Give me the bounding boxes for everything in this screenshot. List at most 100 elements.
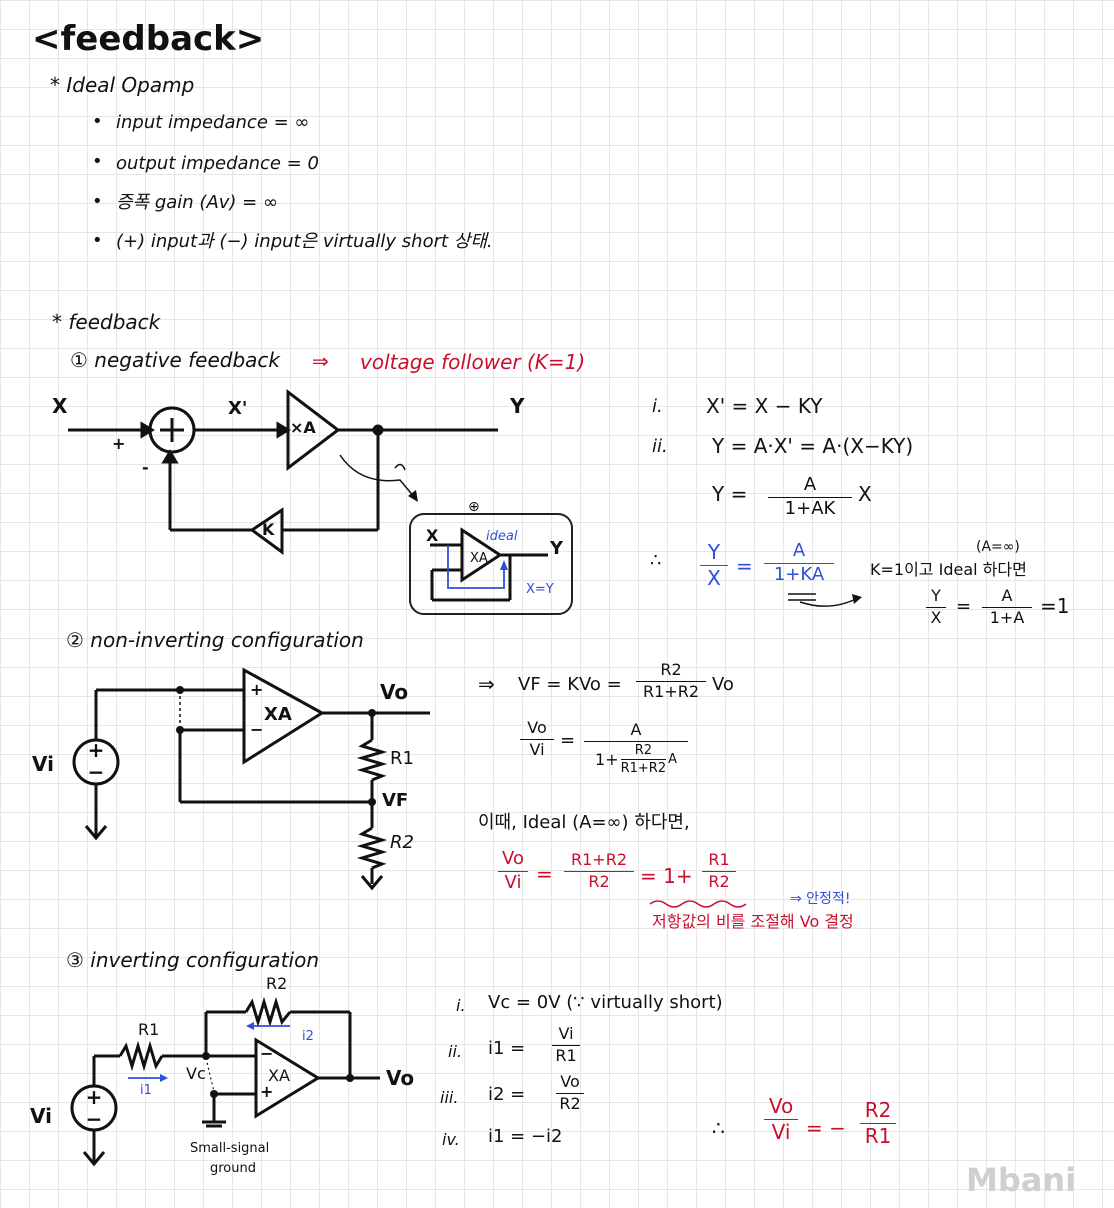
inset-plus-mark: ⊕ bbox=[468, 499, 480, 515]
eq1-red-num: A bbox=[792, 540, 806, 561]
diag2-plus-sign: + bbox=[250, 680, 264, 699]
negative-feedback-title: ① negative feedback bbox=[70, 348, 280, 372]
diag3-i1-label: i1 bbox=[140, 1083, 152, 1098]
diag2-amp-label: XA bbox=[264, 704, 292, 725]
bullet-dot: • bbox=[92, 230, 103, 251]
eq1-y-num: A bbox=[803, 474, 817, 495]
diag1-amp-label: ×A bbox=[290, 418, 316, 437]
eq3-therefore: ∴ bbox=[712, 1116, 725, 1140]
diag3-amp-label: XA bbox=[268, 1066, 290, 1085]
eq3-fin-num: Vo bbox=[768, 1094, 794, 1118]
resistance-ratio-note: 저항값의 비를 조절해 Vo 결정 bbox=[652, 912, 854, 931]
ideal-bullet-3: 증폭 gain (Av) = ∞ bbox=[116, 192, 278, 213]
eq2-r-eq: = bbox=[536, 862, 553, 886]
inset-x-label: X bbox=[426, 526, 439, 545]
eq2-r-eq2: = 1+ bbox=[640, 864, 693, 888]
ideal-bullet-2: output impedance = 0 bbox=[116, 153, 319, 174]
bullet-dot: • bbox=[92, 111, 103, 132]
eq3-iii-den: R2 bbox=[559, 1093, 581, 1113]
eq3-iii-label: iii. bbox=[440, 1088, 459, 1107]
eq2-big-num: A bbox=[630, 720, 642, 739]
svg-text:−: − bbox=[88, 760, 105, 784]
diag2-vo-label: Vo bbox=[380, 680, 409, 704]
eq2-g-eq: = bbox=[560, 730, 576, 751]
eq3-i: Vc = 0V (∵ virtually short) bbox=[488, 992, 723, 1013]
eq2-r-last-num: R1 bbox=[708, 850, 730, 869]
eq1-final-mid-num: A bbox=[1001, 586, 1013, 605]
inset-y-label: Y bbox=[550, 538, 564, 559]
eq2-vf-den: R1+R2 bbox=[643, 681, 699, 701]
eq1-final-mid: A 1+A bbox=[982, 586, 1032, 627]
eq3-fin-eq: = − bbox=[806, 1116, 846, 1140]
ground-label-1: Small-signal bbox=[190, 1141, 270, 1156]
a-infinity-note: (A=∞) bbox=[976, 539, 1020, 555]
diag3-r2-label: R2 bbox=[266, 974, 288, 993]
eq2-r-mid-num: R1+R2 bbox=[571, 850, 627, 869]
eq2-g-den: Vi bbox=[529, 739, 545, 759]
eq1-red-den: 1+KA bbox=[773, 563, 825, 585]
diag3-minus-sign: − bbox=[260, 1044, 274, 1063]
voltage-follower-note: voltage follower (K=1) bbox=[360, 350, 586, 374]
diag1-plus-sign: + bbox=[112, 434, 126, 453]
eq3-ii-num: Vi bbox=[558, 1024, 574, 1043]
eq1-final-mid-den: 1+A bbox=[989, 607, 1025, 627]
eq1-final-eq: = bbox=[956, 596, 972, 617]
eq2-r-mid-den: R2 bbox=[588, 871, 610, 891]
eq2-vf-rhs: Vo bbox=[712, 674, 734, 695]
diag3-r1-label: R1 bbox=[138, 1020, 160, 1039]
inverting-title: ③ inverting configuration bbox=[66, 948, 319, 972]
eq2-r-num: Vo bbox=[502, 848, 524, 869]
eq3-iii-lhs: i2 = bbox=[488, 1084, 526, 1105]
non-inverting-title: ② non-inverting configuration bbox=[66, 628, 364, 652]
inset-amp-label: XA bbox=[470, 551, 488, 566]
eq1-final-den: X bbox=[930, 607, 942, 627]
svg-text:+: + bbox=[88, 738, 105, 762]
eq1-y-rhs: X bbox=[858, 482, 872, 506]
ideal-bullet-1: input impedance = ∞ bbox=[116, 112, 310, 133]
eq1-blue-num: Y bbox=[707, 540, 721, 564]
diag1-y-label: Y bbox=[510, 394, 525, 418]
diag1-x-label: X bbox=[52, 394, 68, 418]
bullet-dot: • bbox=[92, 151, 103, 172]
eq3-ii-label: ii. bbox=[448, 1042, 462, 1061]
eq1-final-end: =1 bbox=[1040, 594, 1070, 618]
stable-note: ⇒ 안정적! bbox=[790, 891, 851, 907]
diag3-plus-sign: + bbox=[260, 1082, 274, 1101]
eq1-i: X' = X − KY bbox=[706, 394, 823, 418]
ideal-bullet-4: (+) input과 (−) input은 virtually short 상태… bbox=[116, 231, 493, 252]
diag1-k-label: K bbox=[262, 520, 275, 539]
eq3-ii-den: R1 bbox=[555, 1045, 577, 1065]
diag1-xprime-label: X' bbox=[228, 398, 248, 419]
eq3-iii-num: Vo bbox=[560, 1072, 580, 1091]
bullet-dot: • bbox=[92, 191, 103, 212]
eq2-inner-num: R2 bbox=[634, 742, 652, 758]
eq3-iv-label: iv. bbox=[442, 1130, 460, 1149]
diag3-vc-label: Vc bbox=[186, 1064, 206, 1083]
ground-label-2: ground bbox=[210, 1161, 256, 1176]
eq2-r-den: Vi bbox=[504, 871, 522, 893]
diag3-i2-label: i2 bbox=[302, 1029, 314, 1044]
eq1-final-num: Y bbox=[931, 586, 941, 605]
eq3-fin-r-den: R1 bbox=[864, 1124, 892, 1148]
watermark: Mbani bbox=[966, 1161, 1077, 1199]
eq3-i-label: i. bbox=[456, 996, 466, 1015]
eq3-fin-den: Vi bbox=[771, 1120, 791, 1144]
diag2-vf-label: VF bbox=[382, 790, 409, 811]
eq2-big-den-post: A bbox=[668, 752, 677, 768]
eq2-big-den-pre: 1+ bbox=[595, 749, 619, 769]
k-ideal-note: K=1이고 Ideal 하다면 bbox=[870, 560, 1027, 579]
ideal-opamp-heading: * Ideal Opamp bbox=[50, 73, 195, 97]
diag1-minus-sign: - bbox=[142, 458, 149, 477]
eq1-y-den: 1+AK bbox=[784, 497, 836, 519]
